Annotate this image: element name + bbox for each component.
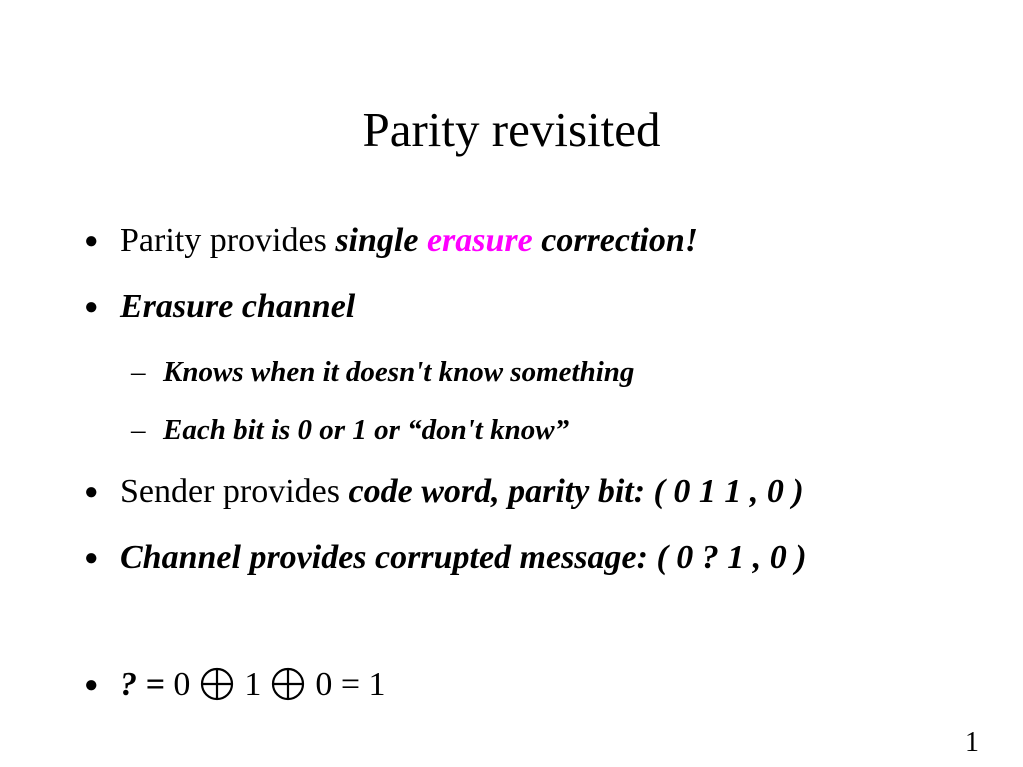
bullet-dot: ● <box>84 479 99 505</box>
equation-result: 0 = 1 <box>315 666 386 703</box>
bullet-dot: ● <box>84 545 99 571</box>
bullet-text: Channel provides corrupted message: ( 0 … <box>120 539 807 576</box>
slide-title: Parity revisited <box>362 102 661 157</box>
bullet-dot: ● <box>84 672 99 698</box>
bullet-emphasis-text: single <box>335 222 427 259</box>
equation-operand: 0 <box>173 666 191 703</box>
circled-plus-icon <box>200 667 234 712</box>
bullet-dot: ● <box>84 228 99 254</box>
equation-lhs: ? = <box>120 666 174 703</box>
sub-bullet-dash: – <box>131 356 146 388</box>
page-number: 1 <box>965 727 979 758</box>
equation-operand: 1 <box>244 666 262 703</box>
bullet-emphasis-text: code word, parity bit: ( 0 1 1 , 0 ) <box>348 473 804 510</box>
erasure-highlight: erasure <box>426 222 533 259</box>
bullet-text: Erasure channel <box>120 288 356 325</box>
sub-bullet-text: Knows when it doesn't know something <box>163 356 635 388</box>
equation: ? = 0 1 0 = 1 <box>120 664 960 712</box>
bullet-emphasis-text: correction! <box>532 222 699 259</box>
circled-plus-icon <box>271 667 305 712</box>
bullet-text: Sender provides code word, parity bit: (… <box>120 471 960 513</box>
sub-bullet-text: Each bit is 0 or 1 or “don't know” <box>163 414 570 446</box>
bullet-plain-text: Parity provides <box>120 222 336 259</box>
sub-bullet-dash: – <box>131 414 146 446</box>
bullet-dot: ● <box>84 294 99 320</box>
bullet-text: Parity provides single erasure correctio… <box>120 220 960 262</box>
bullet-plain-text: Sender provides <box>120 473 349 510</box>
